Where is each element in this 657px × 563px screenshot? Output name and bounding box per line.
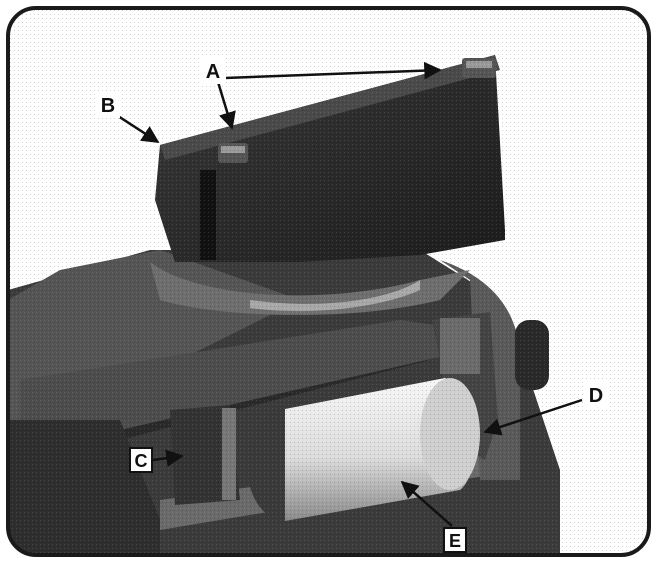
label-box-icon xyxy=(443,527,467,553)
callout-d: D xyxy=(483,382,608,436)
callout-a: A xyxy=(200,58,442,130)
illustration xyxy=(8,8,649,555)
callout-d-label: D xyxy=(589,385,603,407)
callout-c-label: C xyxy=(135,451,148,471)
frame-border xyxy=(6,6,651,557)
callout-c: C xyxy=(129,447,184,473)
arrow-icon xyxy=(117,114,160,144)
arrow-icon xyxy=(483,398,583,436)
callout-b: B xyxy=(96,92,160,144)
label-box-icon xyxy=(129,447,153,473)
callout-a-label: A xyxy=(206,61,220,83)
arrow-icon xyxy=(152,449,184,467)
arrow-icon xyxy=(224,61,442,80)
arrow-icon xyxy=(400,480,453,527)
callout-e: E xyxy=(400,480,467,553)
callout-b-label: B xyxy=(101,95,115,117)
arrow-icon xyxy=(216,81,236,130)
callout-e-label: E xyxy=(449,531,461,551)
grain-overlay xyxy=(8,8,649,555)
